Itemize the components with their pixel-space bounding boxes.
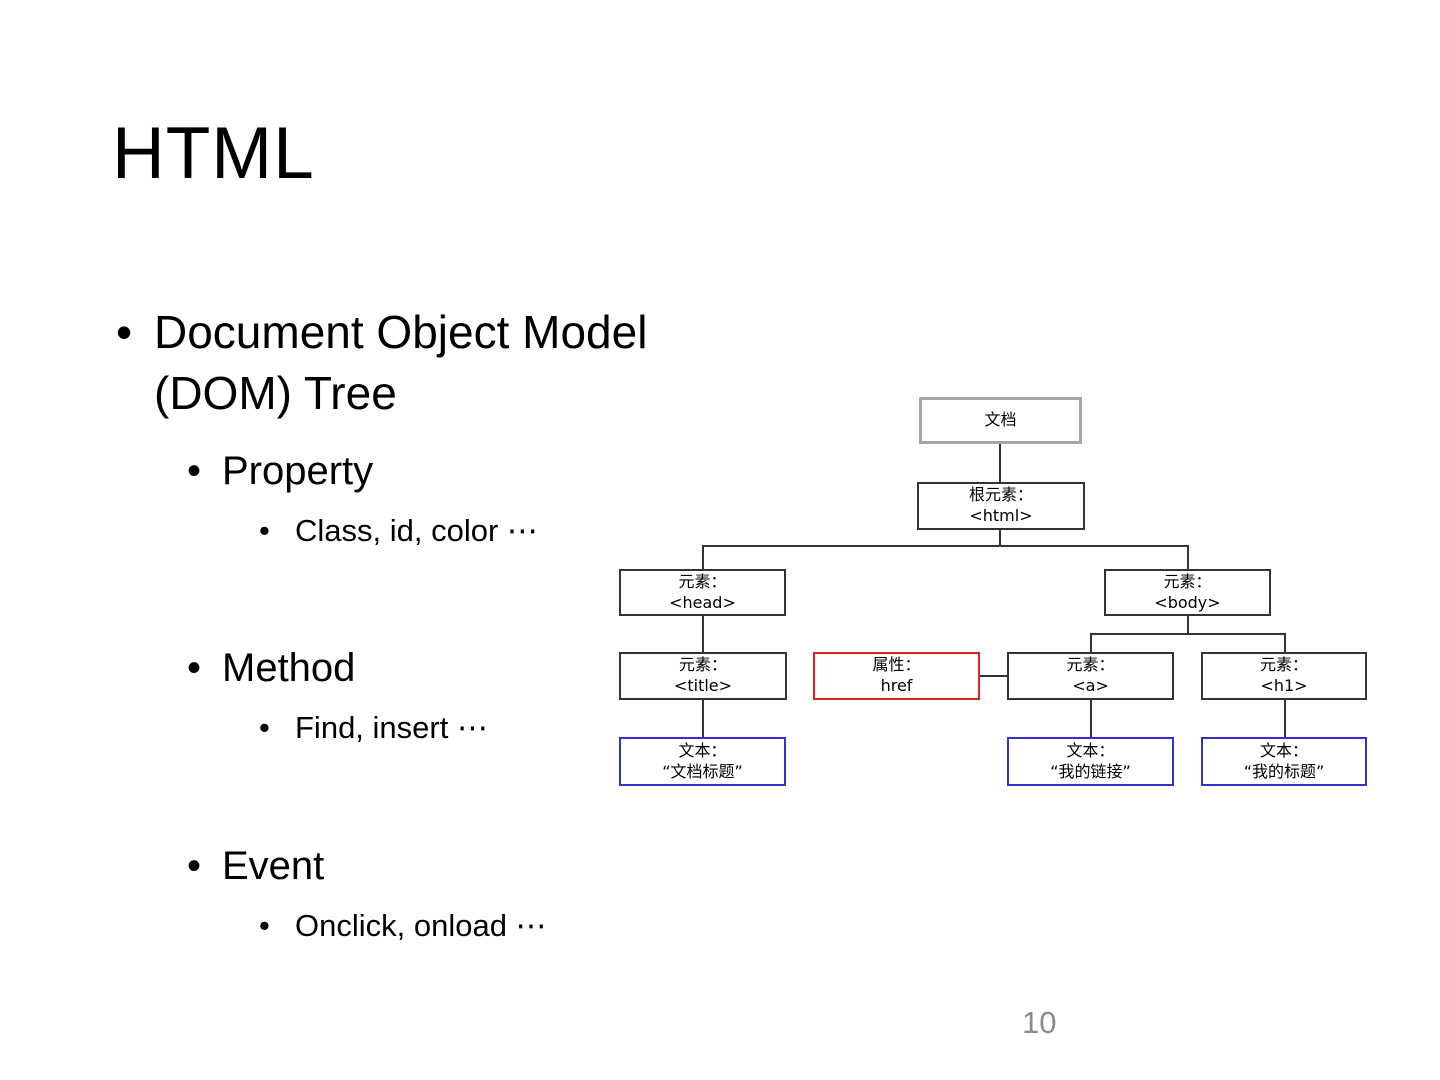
node-label: 文本： (1259, 740, 1308, 760)
node-value: “我的标题” (1243, 761, 1325, 781)
dom-node-document: 文档 (919, 397, 1082, 444)
node-label: 文档 (984, 410, 1017, 430)
dom-node-attribute-href: 属性： href (813, 652, 980, 700)
dom-node-text-my-link: 文本： “我的链接” (1007, 737, 1174, 786)
connector-line (1284, 633, 1286, 652)
bullet-list: • Document Object Model (DOM) Tree • Pro… (112, 302, 762, 944)
bullet-icon: • (259, 907, 270, 943)
node-label: 元素： (1259, 655, 1308, 675)
node-label: 元素： (1163, 571, 1212, 591)
bullet-text: Onclick, onload ⋯ (295, 907, 547, 943)
dom-node-anchor: 元素： <a> (1007, 652, 1174, 700)
node-value: “我的链接” (1050, 761, 1131, 781)
bullet-text: Method (222, 645, 356, 690)
connector-line (702, 545, 1189, 547)
list-item: • Onclick, onload ⋯ (112, 907, 762, 944)
list-item: • Find, insert ⋯ (112, 709, 762, 746)
node-tag: <html> (969, 506, 1033, 525)
connector-line (999, 530, 1001, 547)
dom-node-text-my-heading: 文本： “我的标题” (1201, 737, 1367, 786)
connector-line (1090, 633, 1286, 635)
node-label: 根元素： (968, 485, 1033, 505)
node-label: 元素： (1066, 655, 1115, 675)
bullet-text: Property (222, 449, 374, 494)
list-item: • Event (112, 842, 762, 890)
bullet-icon: • (187, 449, 202, 494)
list-item: • Class, id, color ⋯ (112, 512, 762, 549)
bullet-text: Class, id, color ⋯ (295, 513, 538, 549)
bullet-text: Event (222, 843, 325, 888)
page-title: HTML (112, 113, 315, 194)
page-number: 10 (1022, 1005, 1057, 1040)
bullet-icon: • (259, 513, 270, 549)
connector-line (1090, 633, 1092, 652)
connector-line (999, 444, 1001, 482)
node-tag: href (880, 676, 913, 695)
node-tag: <body> (1154, 592, 1221, 612)
node-label: 属性： (872, 655, 921, 675)
bullet-icon: • (116, 306, 133, 358)
connector-line (1090, 700, 1092, 737)
node-tag: <h1> (1260, 676, 1308, 695)
list-item: • Document Object Model (DOM) Tree (112, 302, 762, 423)
connector-line (1187, 545, 1189, 569)
node-label: 文本： (1066, 740, 1115, 760)
bullet-text: Document Object Model (DOM) Tree (154, 306, 648, 419)
bullet-icon: • (187, 843, 202, 888)
dom-node-body: 元素： <body> (1104, 569, 1271, 616)
list-item: • Method (112, 644, 762, 692)
connector-line (980, 675, 1007, 677)
list-item: • Property (112, 447, 762, 495)
connector-line (1284, 700, 1286, 737)
node-tag: <a> (1072, 676, 1109, 695)
dom-node-h1: 元素： <h1> (1201, 652, 1367, 700)
dom-node-html: 根元素： <html> (917, 482, 1085, 530)
bullet-icon: • (259, 709, 270, 745)
connector-line (1187, 616, 1189, 635)
bullet-icon: • (187, 645, 202, 690)
bullet-text: Find, insert ⋯ (295, 709, 488, 745)
